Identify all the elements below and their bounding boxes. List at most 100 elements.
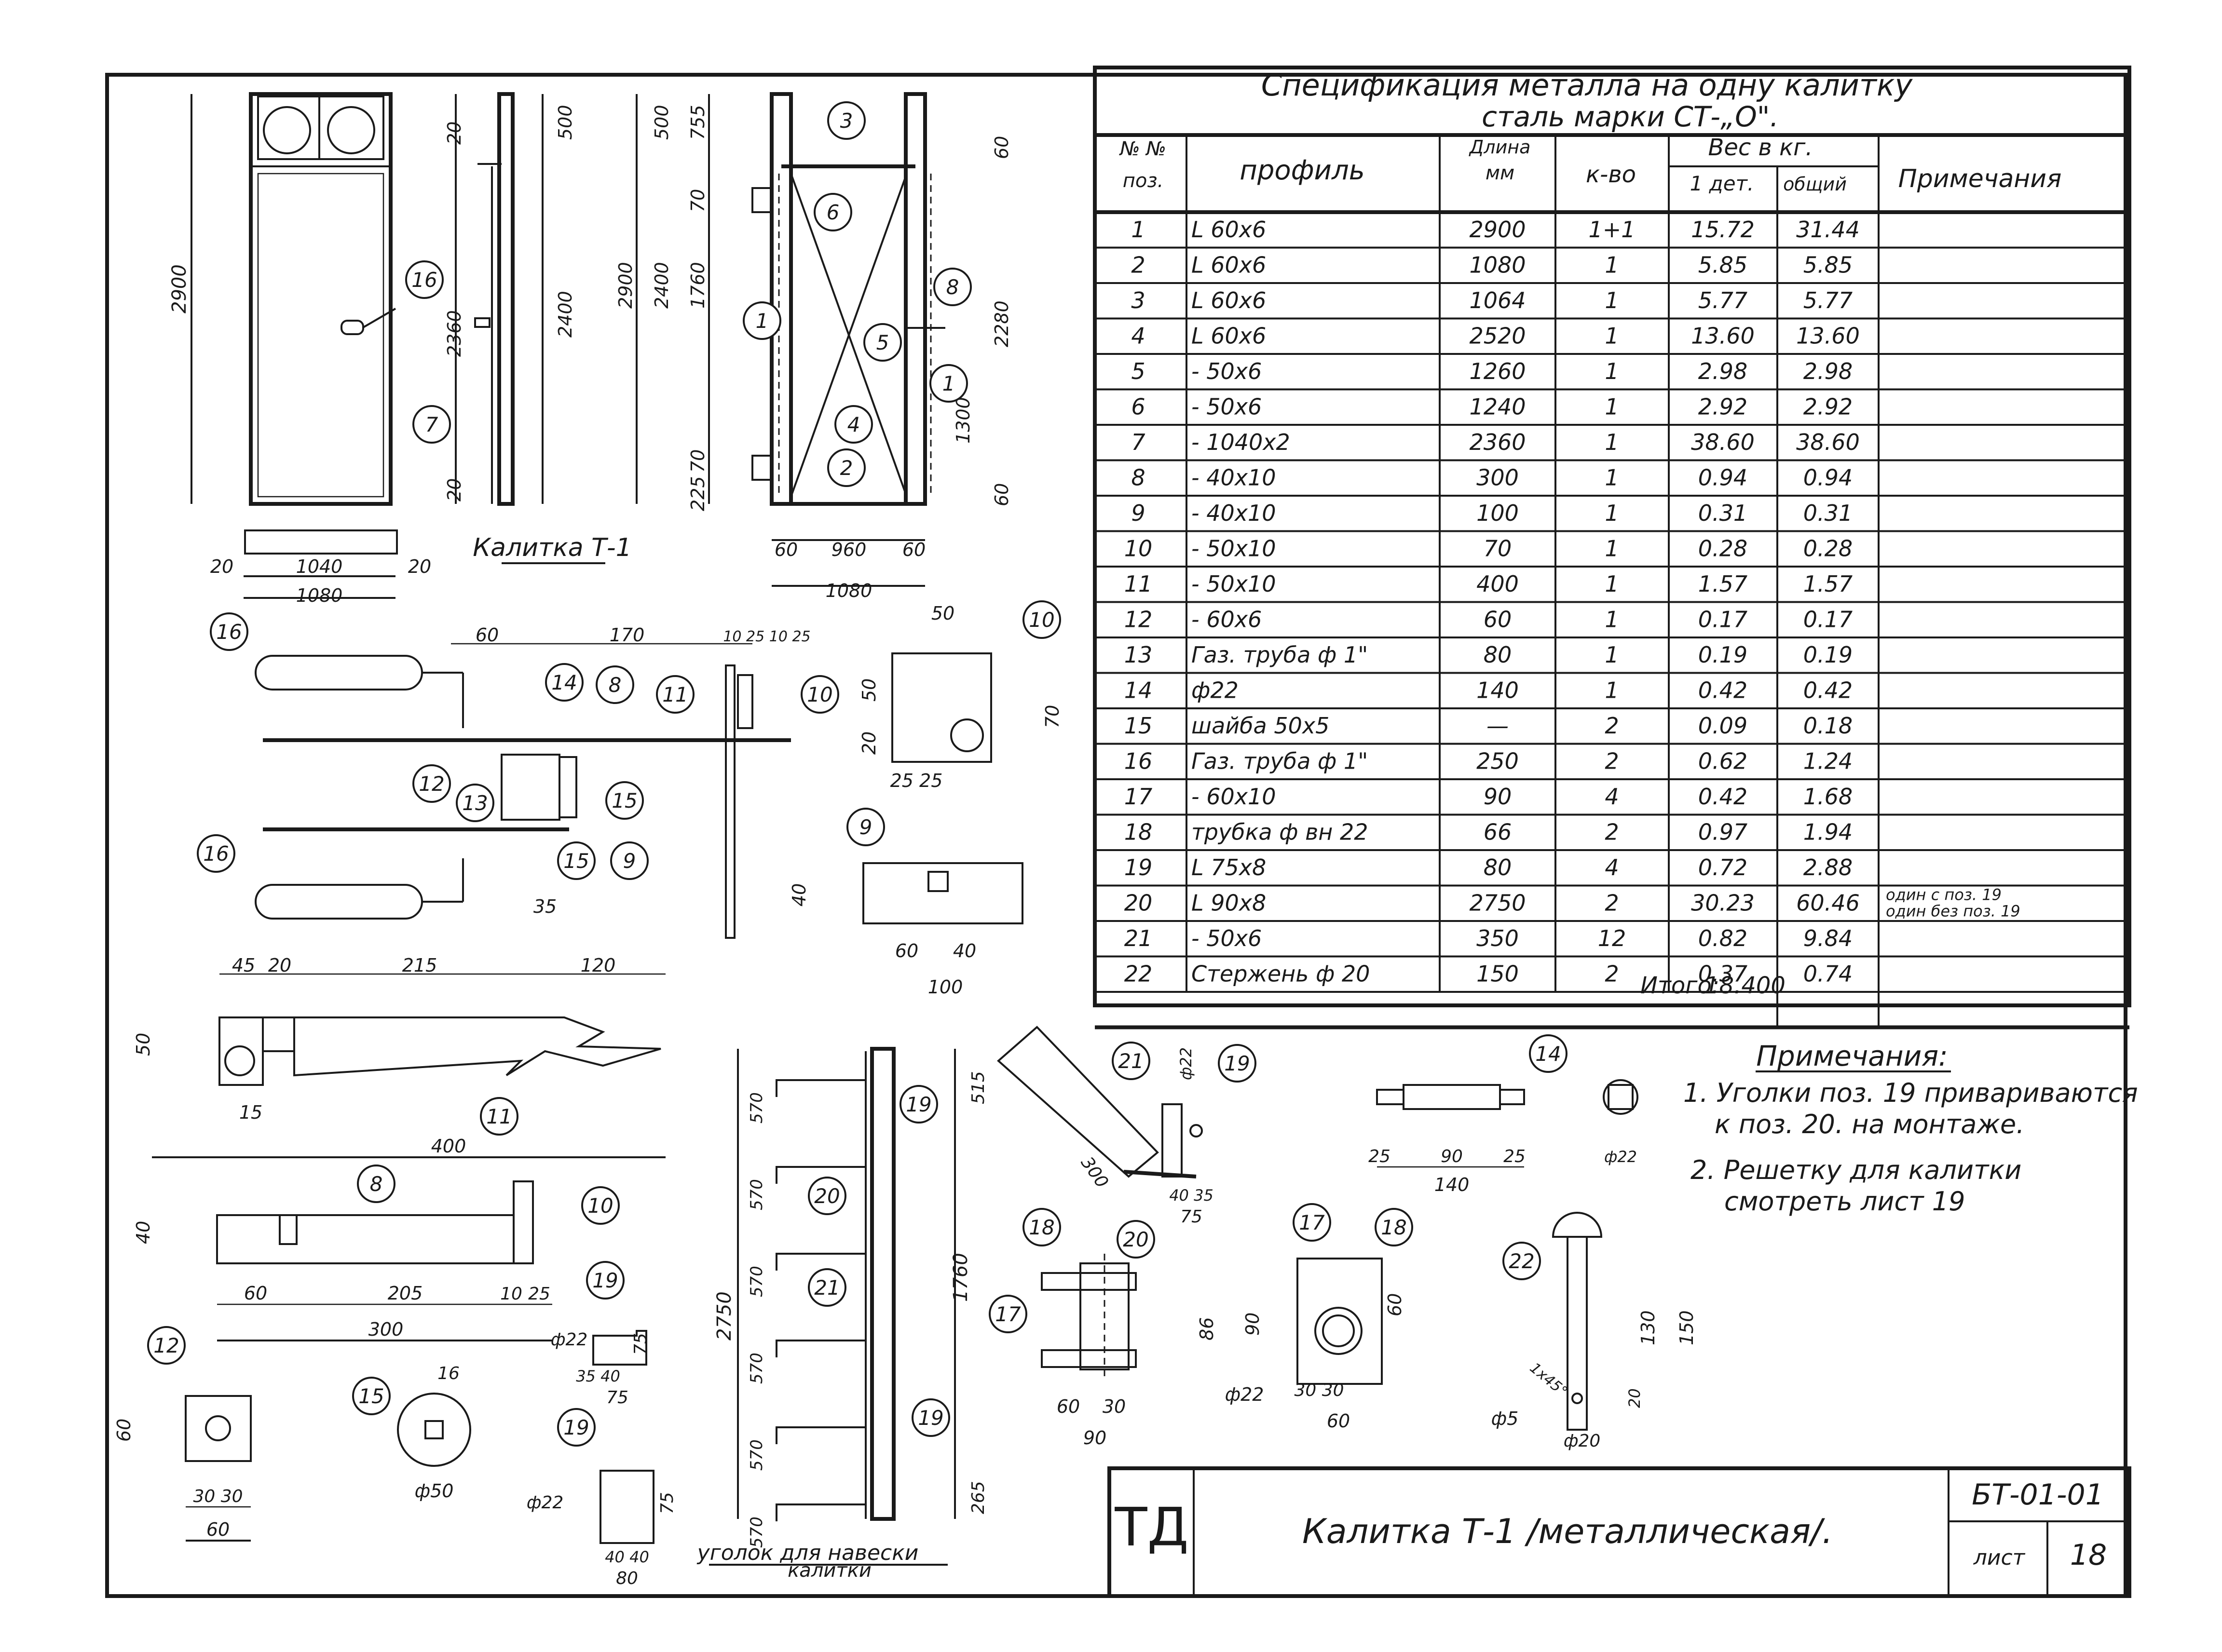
strap-spacing-label: 570 <box>747 1092 766 1124</box>
spec-cell-weight-total: 38.60 <box>1796 429 1860 455</box>
svg-text:17: 17 <box>995 1302 1021 1326</box>
note-line-1: 1. Уголки поз. 19 привариваются <box>1683 1078 2138 1108</box>
spec-cell-weight-total: 13.60 <box>1796 323 1860 349</box>
svg-text:13: 13 <box>462 791 488 815</box>
spec-cell-pos: 1 <box>1131 217 1145 243</box>
strap-bar <box>776 1079 866 1097</box>
position-balloon: 21 <box>1112 1042 1150 1080</box>
spec-cell-weight-total: 2.92 <box>1803 394 1853 420</box>
position-balloon: 10 <box>1022 600 1061 639</box>
svg-text:19: 19 <box>906 1093 931 1116</box>
spec-cell-qty: 1 <box>1605 465 1619 491</box>
position-balloon: 15 <box>557 841 596 880</box>
plate-9-view: 60 40 100 40 <box>789 862 1023 998</box>
spec-cell-profile: - 50х6 <box>1191 394 1262 420</box>
svg-text:9: 9 <box>859 815 872 839</box>
spec-cell-weight-one: 5.77 <box>1698 287 1747 313</box>
svg-text:20: 20 <box>859 731 880 755</box>
svg-text:11: 11 <box>662 683 688 706</box>
spec-cell-weight-total: 2.88 <box>1803 854 1853 880</box>
spec-cell-profile: - 1040х2 <box>1191 429 1290 455</box>
svg-text:120: 120 <box>581 955 616 976</box>
title-sheet-number: 18 <box>2070 1538 2107 1572</box>
svg-text:ф22: ф22 <box>1225 1384 1264 1405</box>
svg-text:10: 10 <box>807 683 832 706</box>
svg-text:75: 75 <box>1180 1207 1202 1227</box>
spec-cell-length: 2520 <box>1469 323 1526 349</box>
spec-cell-pos: 9 <box>1131 500 1145 526</box>
spec-cell-profile: Газ. труба ф 1" <box>1191 642 1368 668</box>
svg-text:2400: 2400 <box>651 262 672 309</box>
spec-cell-pos: 20 <box>1124 890 1153 916</box>
spec-cell-qty: 1 <box>1605 571 1619 597</box>
spec-cell-length: 1064 <box>1469 287 1526 313</box>
spec-cell-weight-one: 0.42 <box>1698 677 1747 704</box>
svg-text:60: 60 <box>1057 1396 1080 1417</box>
svg-text:400: 400 <box>431 1136 466 1157</box>
svg-text:60: 60 <box>902 539 926 560</box>
spec-cell-qty: 1 <box>1605 358 1619 384</box>
specification-table: Спецификация металла на одну калитку ста… <box>1093 66 2131 1029</box>
spec-cell-pos: 21 <box>1124 925 1153 951</box>
spec-cell-profile: - 40х10 <box>1191 500 1276 526</box>
spec-cell-weight-one: 0.31 <box>1698 500 1747 526</box>
svg-text:50: 50 <box>133 1033 154 1056</box>
header-profile: профиль <box>1240 155 1365 186</box>
svg-text:1: 1 <box>942 372 955 395</box>
strap-spacing-label: 570 <box>747 1439 766 1471</box>
svg-text:ф22: ф22 <box>1177 1047 1195 1080</box>
position-balloon: 4 <box>834 405 873 444</box>
spec-cell-pos: 3 <box>1131 287 1145 313</box>
spec-cell-qty: 1 <box>1605 536 1619 562</box>
svg-text:9: 9 <box>623 849 636 873</box>
position-balloon: 19 <box>912 1398 950 1437</box>
position-balloon: 2 <box>827 448 866 487</box>
svg-text:ф50: ф50 <box>415 1480 454 1502</box>
svg-text:25: 25 <box>528 1284 550 1304</box>
spec-cell-qty: 2 <box>1605 961 1619 987</box>
note-line-2: к поз. 20. на монтаже. <box>1715 1109 2024 1139</box>
svg-text:1080: 1080 <box>826 580 872 601</box>
svg-text:30: 30 <box>1103 1396 1126 1417</box>
svg-text:19: 19 <box>592 1269 618 1292</box>
svg-text:15: 15 <box>612 789 637 812</box>
svg-text:1080: 1080 <box>296 585 343 606</box>
svg-text:20: 20 <box>444 478 465 501</box>
svg-text:21: 21 <box>814 1276 840 1300</box>
position-balloon: 19 <box>900 1085 938 1124</box>
spec-cell-weight-total: 5.77 <box>1803 287 1853 313</box>
spec-cell-weight-total: 0.19 <box>1803 642 1853 668</box>
spec-cell-weight-one: 0.97 <box>1698 819 1747 845</box>
spec-cell-weight-total: 0.31 <box>1803 500 1853 526</box>
svg-text:90: 90 <box>1083 1427 1106 1449</box>
position-balloon: 8 <box>933 268 972 306</box>
spec-cell-length: 66 <box>1484 819 1512 845</box>
position-balloon: 3 <box>827 101 866 140</box>
spec-cell-length: 100 <box>1476 500 1519 526</box>
header-notes: Примечания <box>1898 164 2062 193</box>
spec-cell-qty: 2 <box>1605 713 1619 739</box>
angle-caption-2: калитки <box>788 1559 872 1582</box>
spec-cell-length: 1080 <box>1469 252 1526 278</box>
spec-cell-weight-total: 0.17 <box>1803 607 1853 633</box>
spec-cell-weight-total: 1.94 <box>1803 819 1853 845</box>
svg-text:18: 18 <box>1381 1216 1406 1239</box>
spec-cell-weight-one: 0.42 <box>1698 784 1747 810</box>
position-balloon: 19 <box>586 1261 625 1300</box>
spec-cell-qty: 1 <box>1605 607 1619 633</box>
svg-text:ф22: ф22 <box>1604 1148 1637 1166</box>
svg-text:40: 40 <box>953 940 976 961</box>
svg-text:15: 15 <box>563 849 589 873</box>
total-label: Итого: <box>1640 972 1719 999</box>
spec-cell-weight-one: 0.17 <box>1698 607 1747 633</box>
position-balloon: 15 <box>352 1377 391 1415</box>
spec-cell-weight-total: 2.98 <box>1803 358 1853 384</box>
svg-text:17: 17 <box>1299 1211 1325 1234</box>
